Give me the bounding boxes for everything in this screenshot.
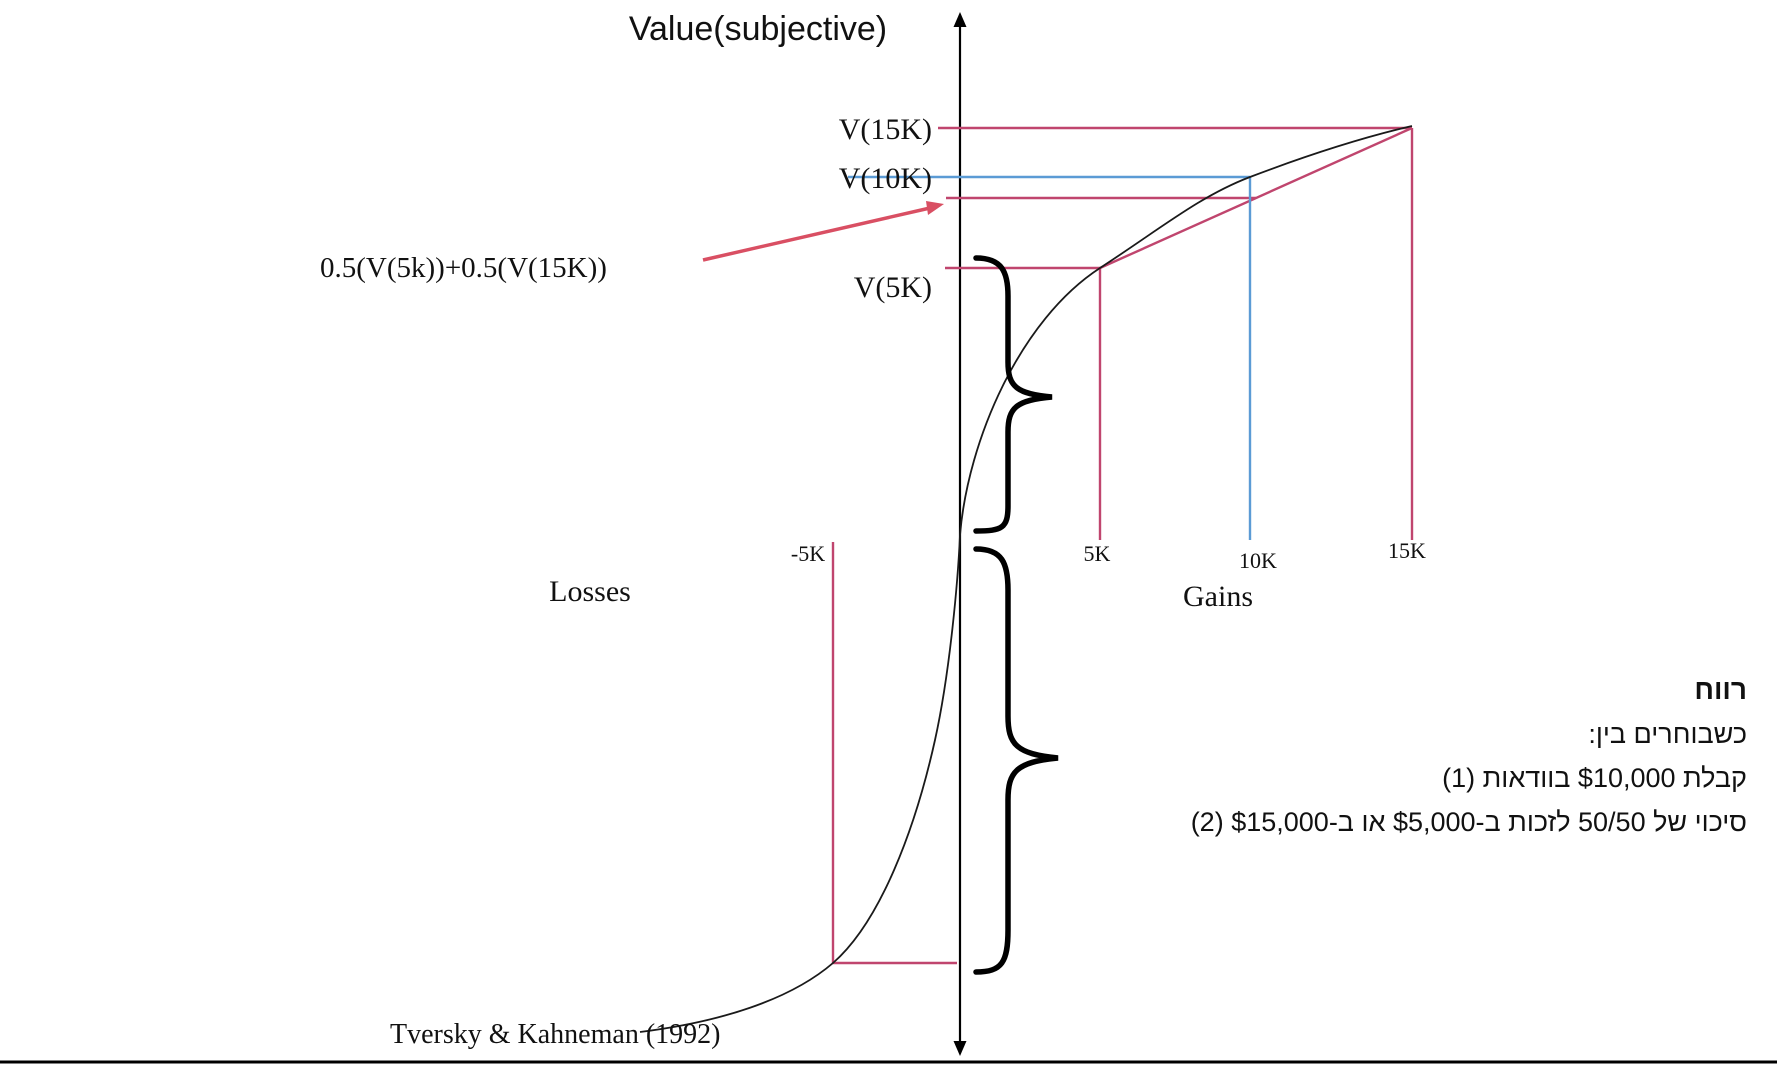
v10k-label: V(10K): [839, 162, 932, 195]
y-axis-title: Value(subjective): [629, 10, 887, 48]
note-option-2: סיכוי של 50/50 לזכות ב-$5,000 או ב-$15,0…: [1107, 800, 1747, 844]
note-option-2-text: סיכוי של 50/50 לזכות ב-$5,000 או ב-$15,0…: [1231, 807, 1747, 837]
expected-value-arrowhead-icon: [926, 201, 944, 215]
y-axis-up-arrow-icon: [953, 12, 967, 27]
y-axis-down-arrow-icon: [953, 1041, 967, 1056]
value-function-curve: [639, 125, 1413, 1033]
expected-value-label: 0.5(V(5k))+0.5(V(15K)): [320, 252, 607, 284]
gain-value-brace: [973, 255, 1053, 534]
tick-5k: 5K: [1084, 541, 1111, 566]
source-citation: Tversky & Kahneman (1992): [390, 1019, 720, 1050]
tick-neg5k: -5K: [791, 541, 825, 566]
note-heading: רווח: [1694, 674, 1747, 705]
note-option-1-number: (1): [1442, 763, 1476, 793]
expected-value-arrow: [702, 206, 931, 262]
v5k-label: V(5K): [854, 271, 932, 304]
note-option-2-number: (2): [1190, 807, 1224, 837]
note-option-1-text: קבלת $10,000 בוודאות: [1482, 763, 1747, 793]
hebrew-note-block: רווח כשבוחרים בין: קבלת $10,000 בוודאות …: [1107, 668, 1747, 844]
gains-label: Gains: [1183, 580, 1253, 613]
note-option-1: קבלת $10,000 בוודאות (1): [1107, 756, 1747, 800]
tick-15k: 15K: [1388, 538, 1426, 563]
note-intro: כשבוחרים בין:: [1588, 719, 1747, 749]
v15k-label: V(15K): [839, 113, 932, 146]
loss-value-brace: [973, 546, 1059, 975]
tick-10k: 10K: [1239, 548, 1277, 573]
losses-label: Losses: [549, 575, 631, 608]
